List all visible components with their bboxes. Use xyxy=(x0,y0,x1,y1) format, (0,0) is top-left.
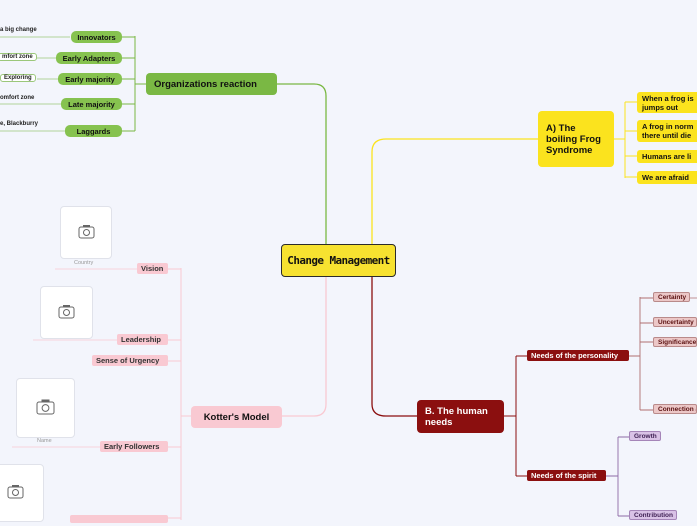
note-laggards: e, Blackburry xyxy=(0,121,39,127)
branch-boiling-frog[interactable]: A) The boiling Frog Syndrome xyxy=(538,111,614,167)
topic-certainty[interactable]: Certainty xyxy=(653,292,690,302)
topic-laggards[interactable]: Laggards xyxy=(65,125,122,137)
image-caption-name: Name xyxy=(37,438,52,444)
camera-icon xyxy=(78,225,95,239)
topic-late-majority[interactable]: Late majority xyxy=(61,98,122,110)
topic-needs-personality[interactable]: Needs of the personality xyxy=(527,350,629,361)
camera-icon xyxy=(7,485,24,499)
topic-sense-of-urgency[interactable]: Sense of Urgency xyxy=(92,355,168,366)
camera-icon xyxy=(36,399,55,415)
image-placeholder[interactable] xyxy=(16,378,75,438)
topic-frog-normal-water[interactable]: A frog in norm there until die xyxy=(637,120,697,142)
image-caption-country: Country xyxy=(74,260,94,266)
topic-frog-jumps-out[interactable]: When a frog is jumps out xyxy=(637,92,697,113)
image-placeholder[interactable] xyxy=(60,206,112,259)
topic-innovators[interactable]: Innovators xyxy=(71,31,122,43)
branch-kotters-model[interactable]: Kotter's Model xyxy=(191,406,282,428)
note-early-adapters: mfort zone xyxy=(0,53,37,61)
camera-icon xyxy=(58,305,75,319)
topic-we-are-afraid[interactable]: We are afraid xyxy=(637,171,697,184)
topic-significance[interactable]: Significance xyxy=(653,337,697,347)
note-early-majority: Exploring xyxy=(0,74,36,82)
topic-partial[interactable] xyxy=(70,515,168,523)
topic-early-followers[interactable]: Early Followers xyxy=(100,441,168,452)
branch-organizations-reaction[interactable]: Organizations reaction xyxy=(146,73,277,95)
note-late-majority: omfort zone xyxy=(0,95,35,101)
central-topic[interactable]: Change Management xyxy=(281,244,396,277)
topic-early-majority[interactable]: Early majority xyxy=(58,73,122,85)
topic-humans-are-like[interactable]: Humans are li xyxy=(637,150,697,163)
note-innovators: a big change xyxy=(0,27,37,33)
image-placeholder[interactable] xyxy=(40,286,93,339)
topic-connection[interactable]: Connection a xyxy=(653,404,697,414)
topic-leadership[interactable]: Leadership xyxy=(117,334,168,345)
branch-human-needs[interactable]: B. The human needs xyxy=(417,400,504,433)
topic-needs-spirit[interactable]: Needs of the spirit xyxy=(527,470,606,481)
topic-uncertainty[interactable]: Uncertainty xyxy=(653,317,697,327)
topic-growth[interactable]: Growth xyxy=(629,431,661,441)
topic-vision[interactable]: Vision xyxy=(137,263,168,274)
image-placeholder[interactable] xyxy=(0,464,44,522)
topic-early-adapters[interactable]: Early Adapters xyxy=(56,52,122,64)
topic-contribution[interactable]: Contribution xyxy=(629,510,677,520)
